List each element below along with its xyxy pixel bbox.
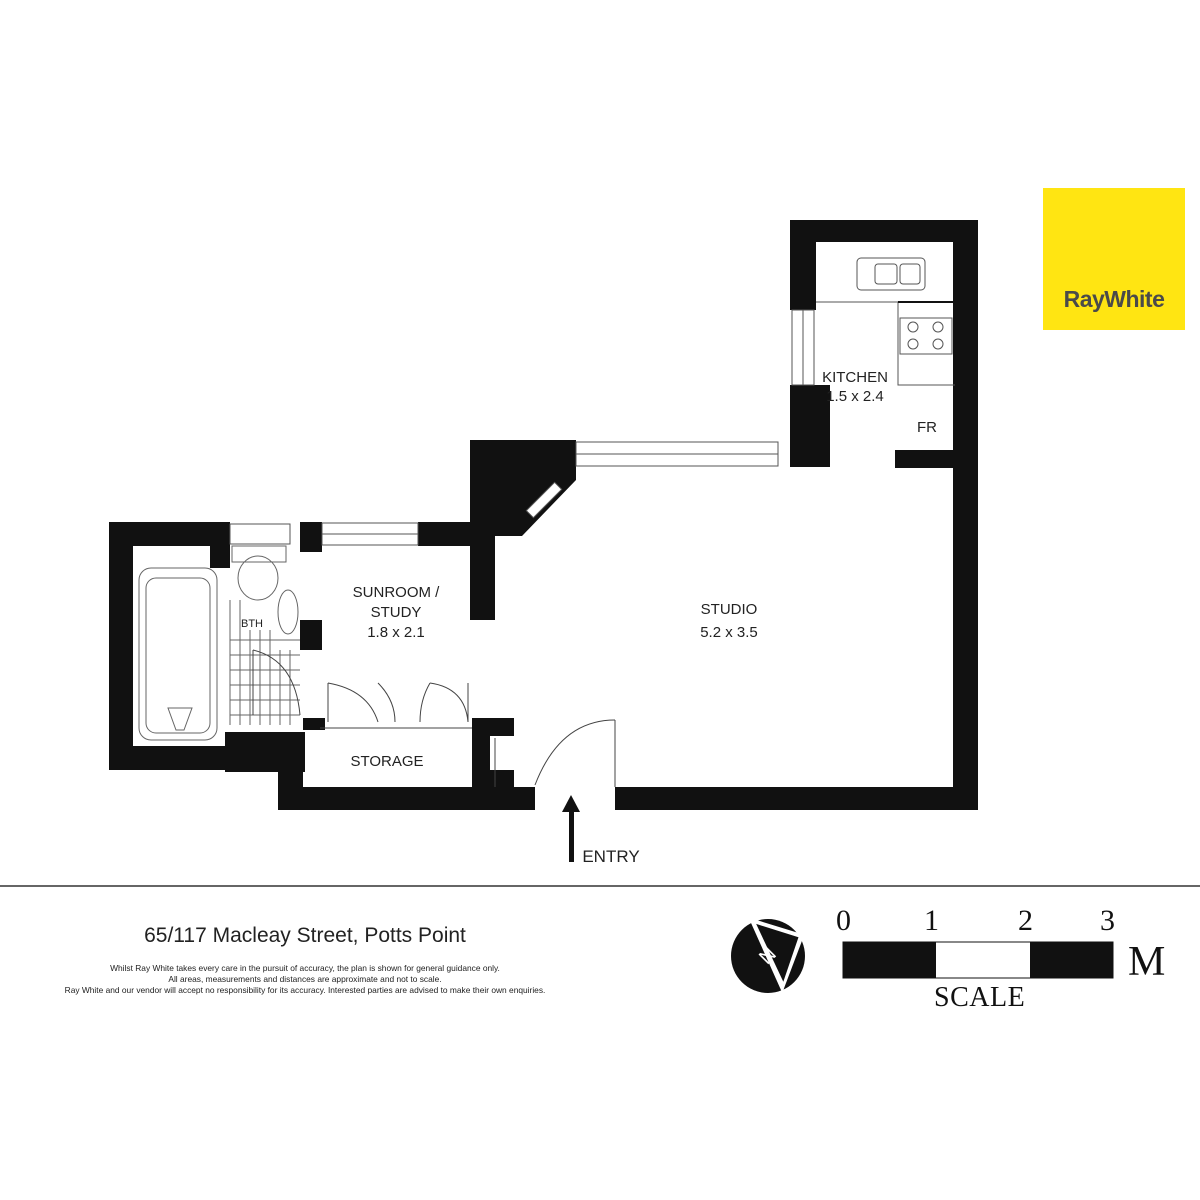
bathroom-fixtures xyxy=(138,545,301,741)
sunroom-size: 1.8 x 2.1 xyxy=(367,624,425,641)
north-arrow-icon: N xyxy=(731,917,805,993)
fridge-label: FR xyxy=(917,419,937,436)
scale-tick-2: 2 xyxy=(1018,904,1033,937)
disclaimer-line: All areas, measurements and distances ar… xyxy=(168,974,442,984)
scale-tick-1: 1 xyxy=(924,904,939,937)
studio-label: STUDIO xyxy=(701,601,758,618)
scale-title: SCALE xyxy=(934,982,1026,1013)
entry-arrow xyxy=(562,795,580,862)
property-address: 65/117 Macleay Street, Potts Point xyxy=(144,924,466,947)
disclaimer-line: Whilst Ray White takes every care in the… xyxy=(110,963,500,973)
studio-niche xyxy=(525,481,563,519)
scale-bar xyxy=(842,941,1114,979)
disclaimer: Whilst Ray White takes every care in the… xyxy=(0,963,610,996)
studio-size: 5.2 x 3.5 xyxy=(700,624,758,641)
entry-label: ENTRY xyxy=(582,847,639,866)
windows xyxy=(229,309,815,546)
sunroom-label-line1: SUNROOM / xyxy=(353,584,441,601)
kitchen-fixtures xyxy=(816,257,955,386)
kitchen-size: 1.5 x 2.4 xyxy=(826,388,884,405)
bathroom-label: BTH xyxy=(241,618,263,630)
doors xyxy=(320,682,616,787)
sunroom-label-line2: STUDY xyxy=(371,604,422,621)
logo-text: RayWhite xyxy=(1063,286,1165,312)
scale-unit: M xyxy=(1128,939,1166,985)
kitchen-label: KITCHEN xyxy=(822,369,888,386)
scale-tick-3: 3 xyxy=(1100,904,1115,937)
raywhite-logo: RayWhite xyxy=(1043,188,1185,330)
storage-label: STORAGE xyxy=(350,753,423,770)
scale-tick-0: 0 xyxy=(836,904,851,937)
walls xyxy=(109,220,978,810)
disclaimer-line: Ray White and our vendor will accept no … xyxy=(64,985,546,995)
